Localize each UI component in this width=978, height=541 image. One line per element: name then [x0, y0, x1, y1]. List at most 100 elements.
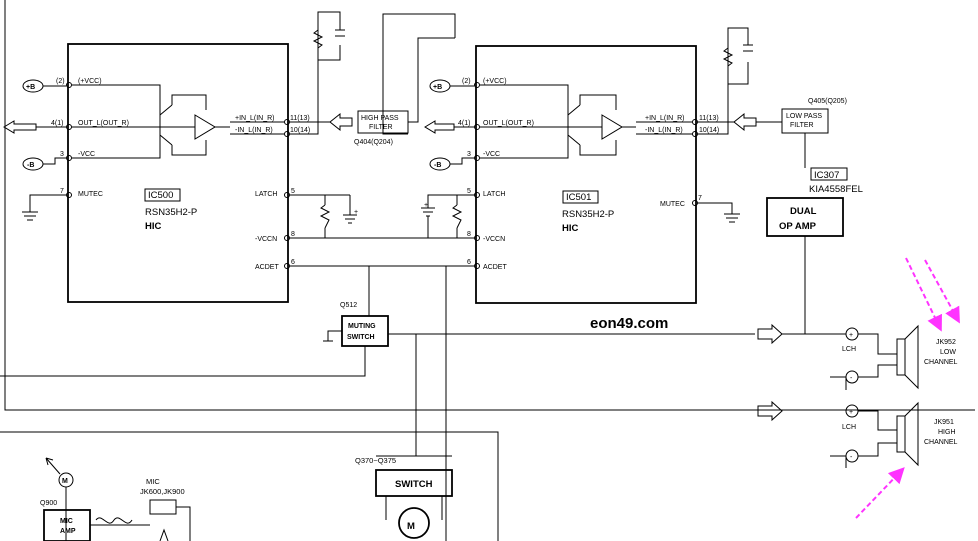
switch-label: SWITCH — [395, 479, 433, 490]
ic500-designator: IC500 — [148, 190, 173, 201]
jk952-line2: CHANNEL — [924, 359, 958, 366]
ic500-pin-out-name: OUT_L(OUT_R) — [78, 120, 129, 127]
switch-block: Q370~Q375 SWITCH M — [355, 456, 453, 539]
ic500-pin-vccn: 8 — [291, 231, 295, 238]
svg-text:+B: +B — [26, 84, 35, 91]
mic-amp-ref: Q900 — [40, 500, 57, 507]
svg-text:-B: -B — [27, 162, 34, 169]
ic500-block: IC500 RSN35H2-P HIC (2) (+VCC) 4(1) OUT_… — [51, 43, 310, 303]
svg-text:-: - — [850, 375, 853, 382]
annotation-arrow-icon-3 — [855, 467, 905, 519]
ic307-block: IC307 KIA4558FEL DUAL OP AMP — [766, 167, 863, 334]
ic307-label-line2: OP AMP — [779, 221, 817, 232]
ic500-type: HIC — [145, 221, 162, 232]
jk951-speaker-icon — [904, 401, 919, 467]
ic501-pin-out-name: OUT_L(OUT_R) — [483, 120, 534, 127]
ic501-mutec-wire — [698, 202, 733, 214]
mic-motor-label: M — [62, 478, 68, 485]
ic500-pin-vcc-neg-name: -VCC — [78, 151, 95, 158]
jk952-speaker-icon — [904, 324, 919, 390]
ic500-latch-network: + — [290, 194, 474, 239]
ic500-pin-in-neg-name: -IN_L(IN_R) — [235, 127, 273, 134]
ic501-pin-out: 4(1) — [458, 120, 470, 127]
ic501-type: HIC — [562, 223, 579, 234]
jk952-line1: LOW — [940, 349, 956, 356]
ic501-opamp-icon — [601, 114, 623, 140]
jk951-lch: LCH — [842, 424, 856, 431]
hpf-label-line2: FILTER — [369, 124, 393, 131]
hpf-ref: Q404(Q204) — [354, 139, 393, 146]
ic501-designator-box — [562, 190, 599, 204]
ic501-pin-in-neg-name: -IN_L(IN_R) — [645, 127, 683, 134]
ic501-designator: IC501 — [566, 192, 591, 203]
svg-text:+B: +B — [433, 84, 442, 91]
switch-ref: Q370~Q375 — [355, 456, 396, 465]
ic500-feedback-network — [4, 0, 975, 411]
annotation-arrow-icon-2 — [924, 259, 960, 324]
ic500-pin-out: 4(1) — [51, 120, 63, 127]
ic500-pin-latch-name: LATCH — [255, 191, 277, 198]
ic501-pin-in-pos-name: +IN_L(IN_R) — [645, 115, 684, 122]
svg-text:-: - — [850, 454, 853, 461]
ic501-pin-vcc-neg-name: -VCC — [483, 151, 500, 158]
low-channel-arrow-icon — [757, 323, 783, 345]
supply-pos-ic501: +B — [429, 79, 474, 93]
ic500-pin-in-neg: 10(14) — [290, 127, 310, 134]
lpf-label-line2: FILTER — [790, 122, 814, 129]
ic500-pin-vcc-neg: 3 — [60, 151, 64, 158]
bottom-wires — [0, 334, 499, 541]
svg-text:+: + — [849, 332, 853, 339]
switch-motor-icon — [398, 507, 430, 539]
lpf-label-line1: LOW PASS — [786, 113, 822, 120]
watermark: eon49.com — [590, 315, 668, 332]
ic500-mutec-ground-icon — [22, 211, 38, 221]
ic500-pin-acdet-name: ACDET — [255, 264, 279, 271]
mic-section: M Q900 MIC AMP MIC JK600,JK900 — [40, 457, 191, 541]
hpf-arrow-icon — [329, 112, 353, 132]
ic501-pin-vcc-neg: 3 — [467, 151, 471, 158]
ic500-pin-vcc-pos-name: (+VCC) — [78, 78, 102, 85]
ic500-output-arrow-icon — [3, 120, 66, 134]
ic501-part: RSN35H2-P — [562, 209, 614, 220]
ic501-pin-mutec-name: MUTEC — [660, 201, 685, 208]
lpf-block: LOW PASS FILTER Q405(Q205) — [698, 98, 847, 168]
ic500-pin-mutec-name: MUTEC — [78, 191, 103, 198]
ic501-pin-mutec: 7 — [698, 195, 702, 202]
ic500-opamp-icon — [194, 114, 216, 140]
svg-text:+: + — [354, 209, 358, 216]
muting-switch-block: Q512 MUTING SWITCH — [0, 300, 755, 377]
high-channel-arrow-icon — [757, 400, 783, 422]
lpf-ref: Q405(Q205) — [808, 98, 847, 105]
ic307-designator: IC307 — [814, 170, 839, 181]
ic501-pin-acdet-name: ACDET — [483, 264, 507, 271]
ic500-pin-vcc-pos: (2) — [56, 78, 65, 85]
ic501-pin-vcc-pos-name: (+VCC) — [483, 78, 507, 85]
ic307-label-line1: DUAL — [790, 206, 817, 217]
ic500-pin-acdet: 6 — [291, 259, 295, 266]
ic500-mutec-wire — [29, 194, 66, 212]
ic500-pin-in-pos: 11(13) — [290, 115, 310, 122]
supply-pos-ic500: +B — [22, 79, 66, 93]
switch-motor-label: M — [407, 521, 415, 532]
muting-label-line1: MUTING — [348, 323, 376, 330]
ic500-pin-latch: 5 — [291, 188, 295, 195]
supply-neg-ic500: -B — [22, 157, 66, 171]
svg-text:-B: -B — [434, 162, 441, 169]
ic307-part: KIA4558FEL — [809, 184, 863, 195]
ic500-pin-vccn-name: -VCCN — [255, 236, 277, 243]
svg-text:+: + — [849, 409, 853, 416]
ic501-feedback-network — [698, 27, 753, 135]
ic501-pin-vccn-name: -VCCN — [483, 236, 505, 243]
hpf-block: HIGH PASS FILTER Q404(Q204) — [290, 13, 456, 146]
ic501-pin-vccn: 8 — [467, 231, 471, 238]
jk951-ref: JK951 — [934, 419, 954, 426]
ic501-pin-in-pos: 11(13) — [699, 115, 719, 122]
mic-label: MIC — [146, 477, 160, 486]
mic-amp-line1: MIC — [60, 518, 73, 525]
jk952-lch: LCH — [842, 346, 856, 353]
ic501-block: IC501 RSN35H2-P HIC (2) (+VCC) 4(1) OUT_… — [458, 45, 719, 304]
ic501-pin-vcc-pos: (2) — [462, 78, 471, 85]
ic501-pin-latch: 5 — [467, 188, 471, 195]
acdet-wire — [290, 265, 474, 541]
